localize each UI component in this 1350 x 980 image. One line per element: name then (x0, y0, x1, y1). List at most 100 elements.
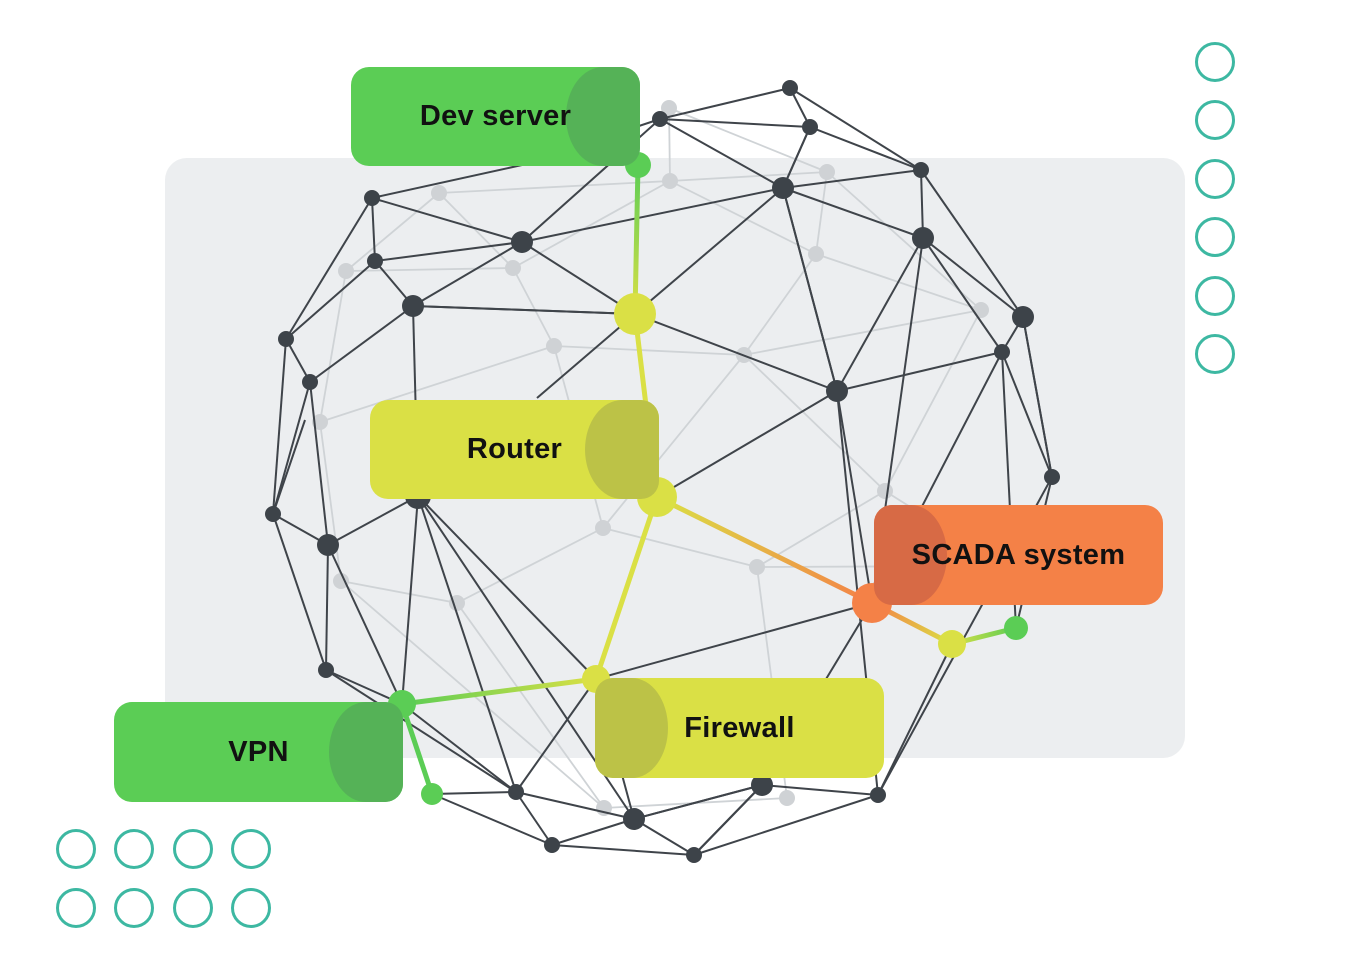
mesh-edge (782, 187, 838, 392)
back-edge (669, 171, 828, 182)
mesh-edge (309, 305, 414, 383)
mesh-edge (922, 237, 1024, 318)
mesh-node (511, 231, 533, 253)
dev-server-label-shade (566, 67, 640, 166)
firewall-label: Firewall (595, 678, 884, 778)
mesh-edge (595, 602, 873, 680)
back-node (312, 414, 328, 430)
mesh-edge (327, 495, 419, 546)
back-node (661, 100, 677, 116)
path-edge (399, 676, 599, 707)
mesh-edge (922, 237, 1003, 353)
decorative-circle (1195, 100, 1235, 140)
back-edge (669, 180, 817, 255)
vpn-label-text: VPN (228, 735, 289, 768)
decorative-circle (173, 888, 213, 928)
mesh-node (1012, 306, 1034, 328)
back-edge (319, 270, 347, 423)
back-edge (743, 354, 886, 492)
mesh-node (265, 506, 281, 522)
mesh-edge (374, 241, 523, 262)
back-node (819, 164, 835, 180)
mesh-edge (659, 87, 791, 120)
mesh-edge (431, 793, 553, 846)
back-edge (743, 309, 982, 356)
mesh-edge (272, 338, 287, 515)
back-edge (826, 171, 982, 311)
mesh-node (686, 847, 702, 863)
mesh-node (772, 177, 794, 199)
scada-link-node (938, 630, 966, 658)
mesh-edge (285, 260, 376, 340)
decorative-circle (173, 829, 213, 869)
mesh-edge (836, 390, 873, 604)
decorative-circle (1195, 276, 1235, 316)
mesh-edge (536, 313, 636, 399)
mesh-edge (431, 791, 517, 795)
back-edge (602, 354, 745, 529)
mesh-edge (515, 678, 597, 793)
mesh-edge (693, 794, 879, 856)
back-node (749, 559, 765, 575)
mesh-node (652, 111, 668, 127)
dev-server-label: Dev server (351, 67, 640, 166)
mesh-edge (551, 844, 695, 856)
back-node (546, 338, 562, 354)
mesh-node (317, 534, 339, 556)
mesh-edge (272, 381, 311, 515)
dev-server-label-text: Dev server (419, 100, 572, 132)
back-edge (345, 267, 514, 272)
mesh-edge (309, 381, 329, 546)
front-mesh-nodes (265, 80, 1060, 863)
mesh-edge (412, 305, 638, 315)
decorative-circle (114, 888, 154, 928)
mesh-edge (633, 818, 695, 856)
mesh-edge (782, 169, 922, 189)
decorative-circle (1195, 42, 1235, 82)
mesh-node (402, 295, 424, 317)
mesh-node (912, 227, 934, 249)
mesh-edge (659, 118, 811, 128)
mesh-edge (836, 237, 924, 392)
back-edge (668, 107, 828, 173)
firewall-label-shade (595, 678, 668, 778)
mesh-edge (325, 544, 329, 671)
mesh-edge (515, 791, 635, 820)
mesh-edge (371, 164, 523, 199)
back-node (877, 483, 893, 499)
back-edge (553, 345, 745, 356)
mesh-edge (285, 338, 311, 383)
mesh-edge (371, 197, 523, 243)
mesh-edge (634, 313, 838, 392)
mesh-edge (761, 784, 879, 796)
back-node (333, 573, 349, 589)
back-node (973, 302, 989, 318)
mesh-edge (417, 495, 517, 793)
back-edge (319, 421, 342, 582)
back-node (779, 790, 795, 806)
path-edge (632, 162, 641, 317)
decorative-circle (114, 829, 154, 869)
router-label-text: Router (466, 433, 563, 465)
mesh-edge (401, 495, 419, 705)
mesh-node (623, 808, 645, 830)
mesh-node (364, 190, 380, 206)
back-node (338, 263, 354, 279)
mesh-node (302, 374, 318, 390)
mesh-edge (836, 351, 1003, 392)
mesh-edge (920, 169, 924, 239)
decorative-circle (1195, 217, 1235, 257)
mesh-edge (659, 118, 784, 189)
mesh-node (870, 787, 886, 803)
mesh-edge (1001, 351, 1053, 478)
mesh-edge (693, 784, 763, 856)
mesh-edge (789, 87, 922, 171)
back-edge (340, 580, 458, 604)
mesh-edge (521, 241, 636, 315)
decorative-circle (1195, 159, 1235, 199)
mesh-edge (656, 390, 838, 498)
back-edge (815, 171, 828, 255)
mesh-node (826, 380, 848, 402)
mesh-edge (782, 126, 811, 189)
